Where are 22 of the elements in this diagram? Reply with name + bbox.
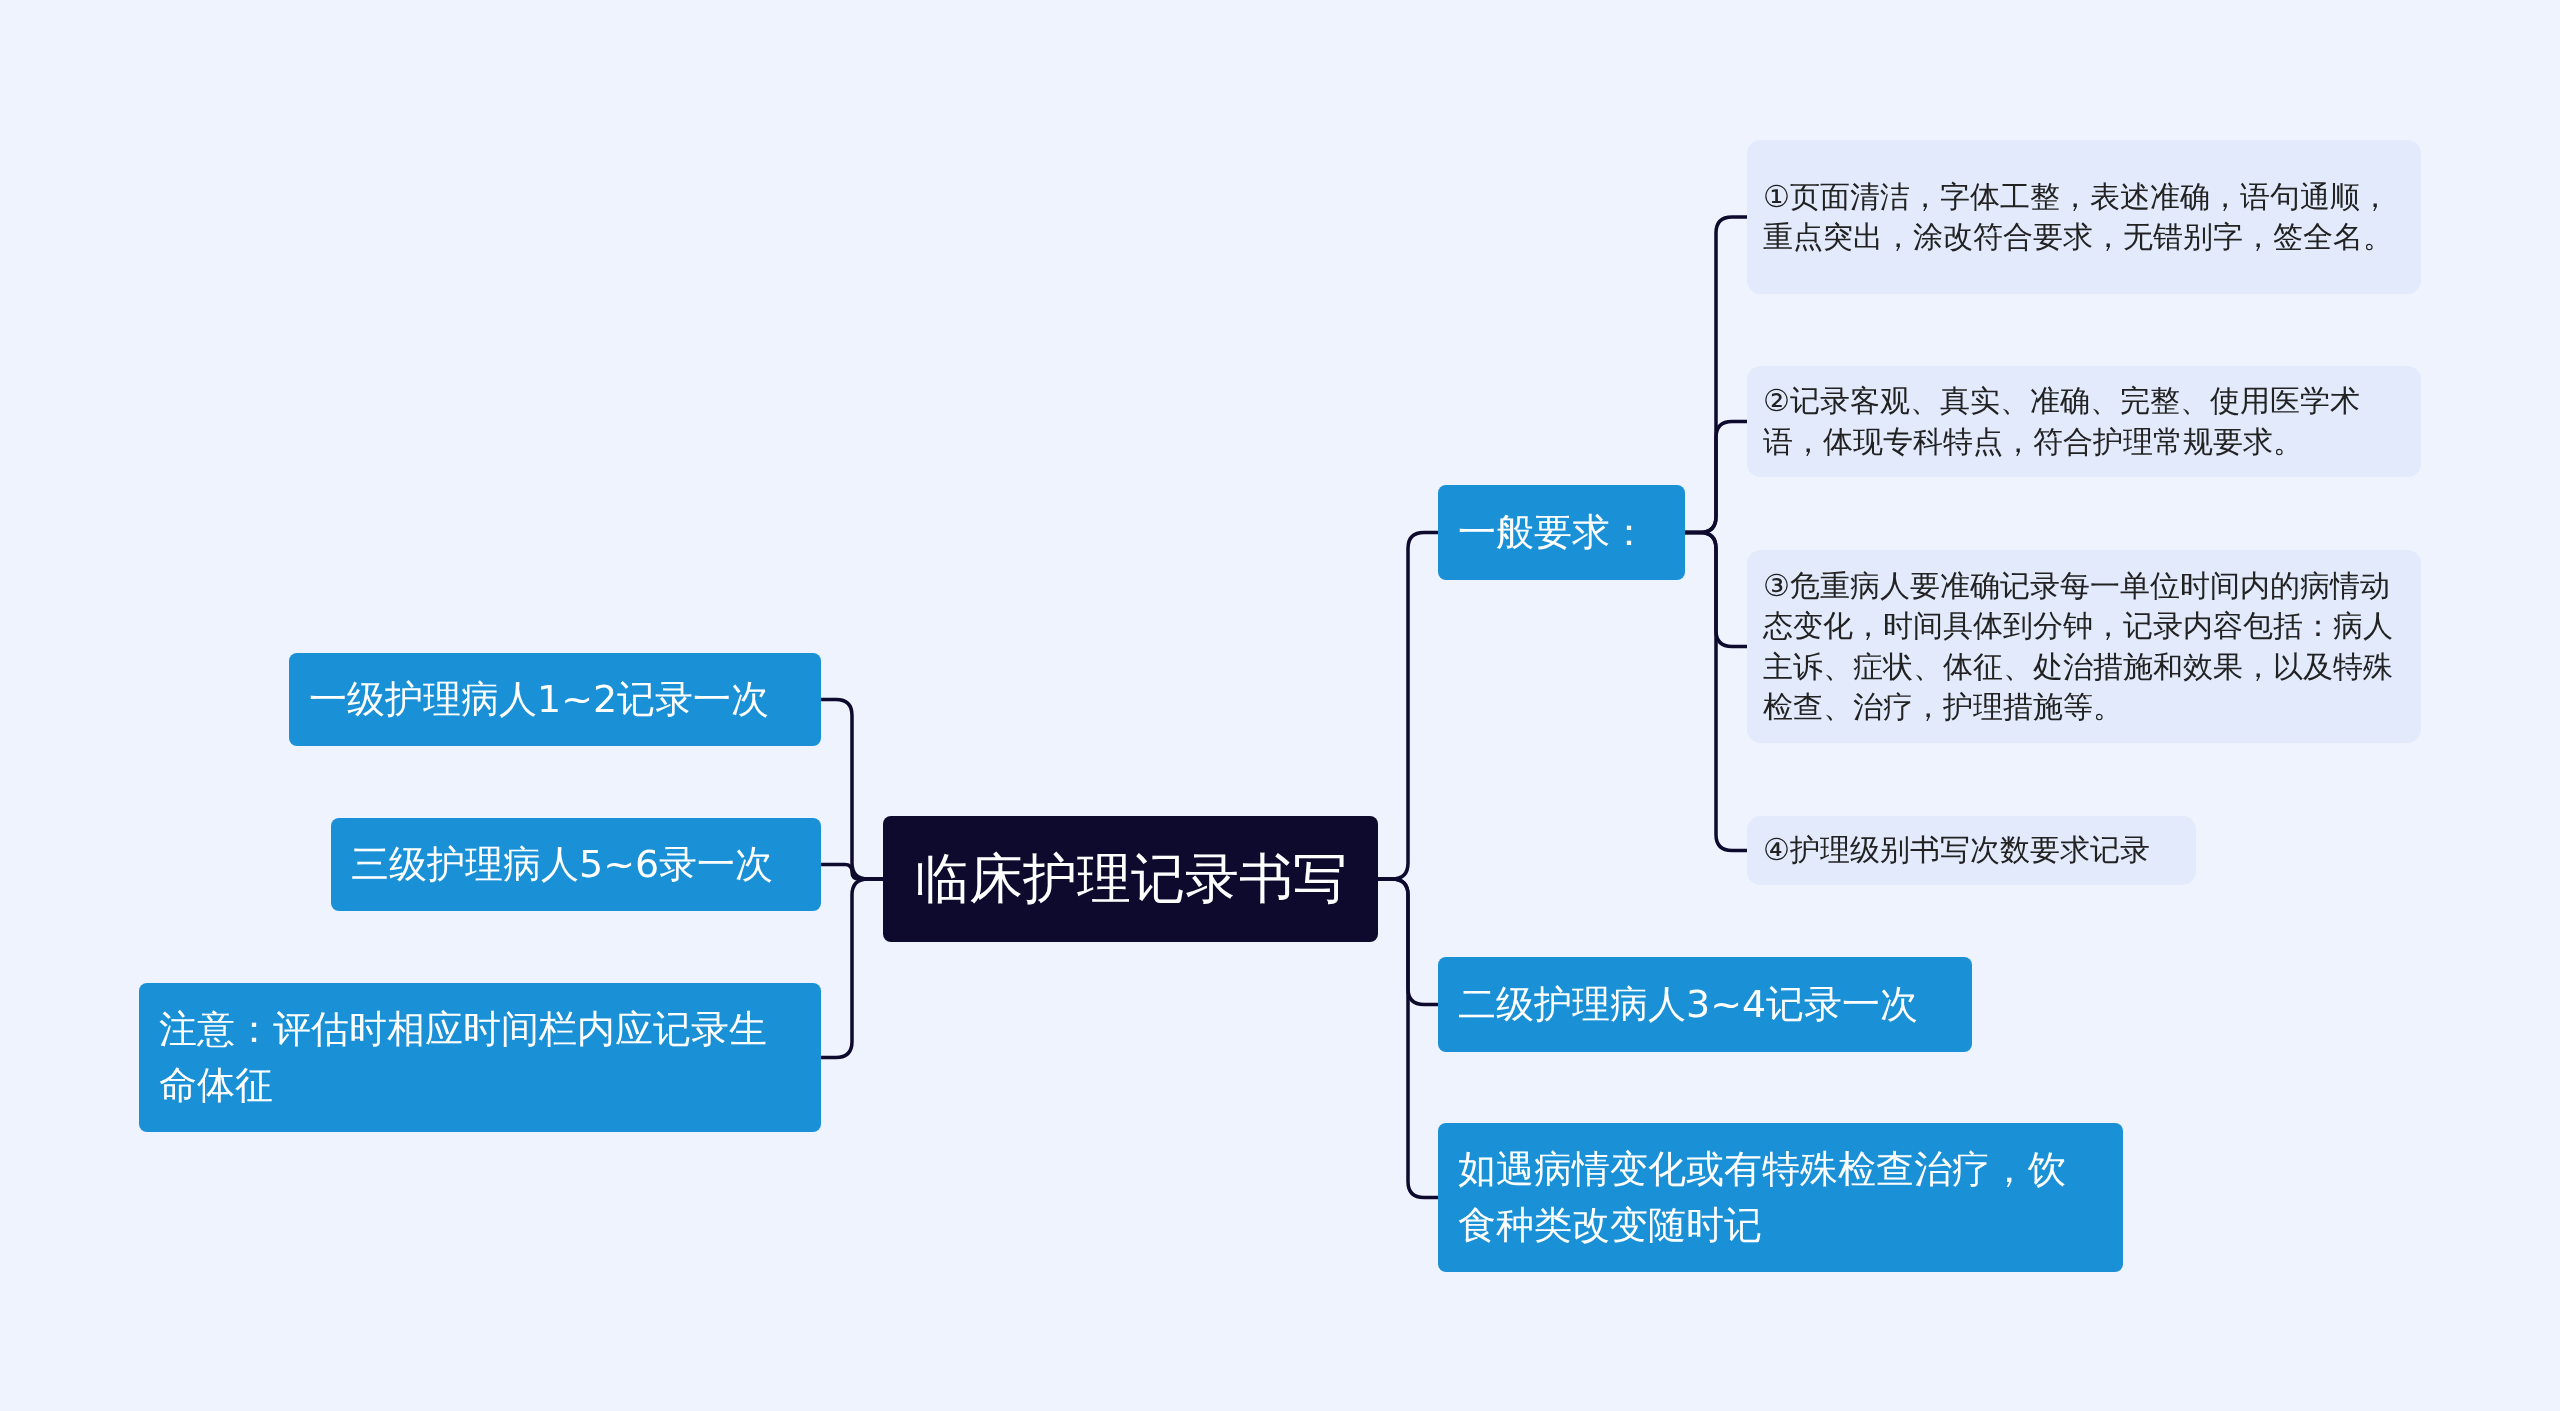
subtopic-box [1747, 366, 2421, 477]
subtopic-box [1747, 140, 2421, 294]
topic-text: 注意：评估时相应时间栏内应记录生命体征 [159, 1006, 768, 1109]
topic-box [1438, 957, 1972, 1052]
topic-text: 如遇病情变化或有特殊检查治疗，饮食种类改变随时记 [1458, 1146, 2067, 1249]
topic-box [1438, 485, 1685, 580]
topic-text: 三级护理病人5~6录一次 [351, 840, 774, 888]
topic-text: 一般要求： [1458, 508, 1648, 556]
topic-text: ④护理级别书写次数要求记录 [1763, 831, 2150, 870]
topic-text: ②记录客观、真实、准确、完整、使用医学术语，体现专科特点，符合护理常规要求。 [1763, 382, 2361, 461]
subtopic-box [1747, 550, 2421, 743]
topic-text: 一级护理病人1~2记录一次 [309, 675, 770, 723]
topic-text: ①页面清洁，字体工整，表述准确，语句通顺，重点突出，涂改符合要求，无错别字，签全名。 [1763, 177, 2394, 256]
topic-text: 二级护理病人3~4记录一次 [1458, 980, 1919, 1028]
topic-text: 临床护理记录书写 [914, 845, 1347, 912]
subtopic-box [1747, 816, 2196, 885]
topic-box [331, 818, 821, 911]
topic-text: ③危重病人要准确记录每一单位时间内的病情动态变化，时间具体到分钟，记录内容包括：病人主诉、症状、体征、处治措施和效果，以及特殊检查、治疗，护理措施等。 [1763, 566, 2394, 726]
root-topic-box [883, 816, 1378, 942]
topic-box [289, 653, 821, 746]
topic-box [1438, 1123, 2123, 1272]
topic-box [139, 983, 821, 1132]
